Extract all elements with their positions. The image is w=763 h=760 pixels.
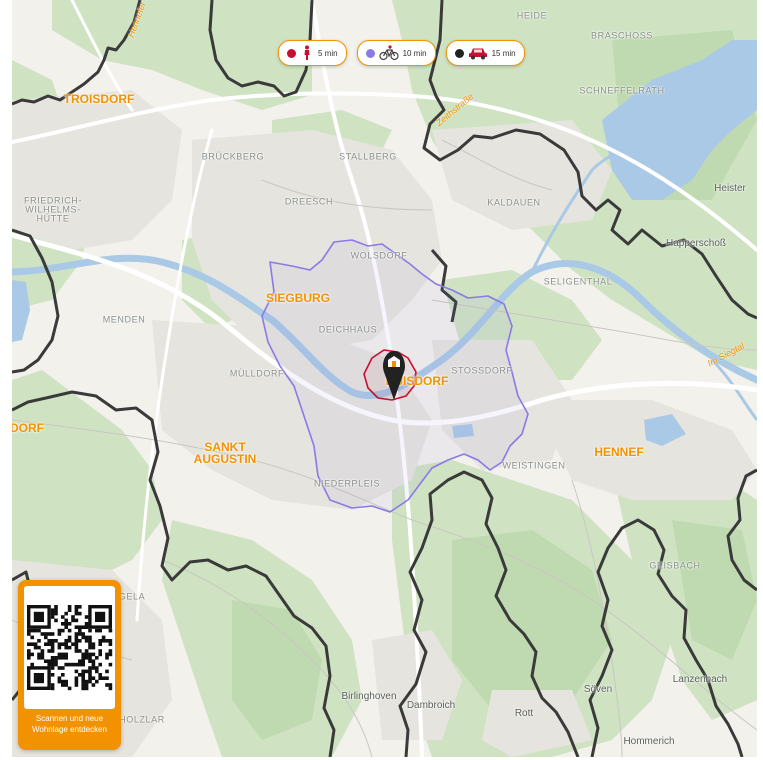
qr-code-icon: [27, 605, 113, 691]
water-bodies: [12, 40, 757, 446]
place-label-happerschoss: Happerschoß: [665, 238, 727, 249]
river-agger: [530, 128, 757, 421]
district-label-kaldauen: KALDAUEN: [487, 197, 541, 208]
place-label-sover: Söven: [583, 684, 613, 695]
district-label-menden: MENDEN: [102, 314, 146, 325]
car-icon: [468, 46, 488, 60]
legend-label-car: 15 min: [491, 48, 516, 58]
legend-item-walk[interactable]: 5 min: [278, 40, 347, 66]
district-label-stossdorf: STOSSDORF: [451, 365, 513, 376]
district-label-stallberg: STALLBERG: [339, 151, 397, 162]
map-canvas[interactable]: [12, 0, 757, 757]
district-label-geisbach: GEISBACH: [649, 560, 701, 571]
town-label-troisdorf: TROISDORF: [63, 92, 135, 106]
qr-code-card[interactable]: Scannen und neue Wohnlage entdecken: [18, 580, 121, 750]
place-label-heister: Heister: [714, 183, 746, 194]
legend-item-bike[interactable]: 10 min: [356, 40, 436, 66]
town-label-siegburg: SIEGBURG: [265, 291, 331, 305]
place-label-rott: Rott: [514, 708, 534, 719]
district-label-dreesch: DREESCH: [284, 196, 334, 207]
district-label-seligenthal: SELIGENTHAL: [543, 276, 613, 287]
bike-color-dot: [365, 48, 375, 58]
car-color-dot: [454, 48, 464, 58]
urban-areas: [12, 90, 757, 757]
legend-label-bike: 10 min: [402, 48, 427, 58]
map-viewport[interactable]: TROISDORF SIEGBURG BUISDORF SANKT AUGUST…: [12, 0, 757, 757]
town-label-dorf: DORF: [12, 421, 44, 435]
minor-roads: [12, 139, 757, 757]
district-label-heide: HEIDE: [516, 10, 548, 21]
district-label-gelar: GELA: [118, 591, 146, 602]
bicycle-icon: [378, 45, 399, 61]
town-label-sankt-augustin: SANKT AUGUSTIN: [193, 440, 257, 466]
place-label-dambroich: Dambroich: [406, 700, 456, 711]
map-pin-icon: [383, 351, 405, 400]
place-label-lanzenbach: Lanzenbach: [672, 674, 728, 685]
district-label-deichhaus: DEICHHAUS: [318, 324, 378, 335]
walk-color-dot: [287, 48, 296, 58]
district-label-wolsdorf: WOLSDORF: [350, 250, 408, 261]
town-label-hennef: HENNEF: [594, 445, 644, 459]
place-label-birlinghoven: Birlinghoven: [341, 691, 397, 702]
qr-code-image[interactable]: [24, 586, 115, 709]
district-label-friedrich-wilhelms-hutte: FRIEDRICH- WILHELMS- HÜTTE: [24, 195, 82, 224]
district-label-schneffelrath: SCHNEFFELRATH: [579, 85, 665, 96]
district-label-holzlar: HOLZLAR: [119, 714, 165, 725]
location-marker[interactable]: [381, 348, 407, 402]
district-label-niederpleis: NIEDERPLEIS: [313, 478, 381, 489]
walking-person-icon: [300, 45, 314, 61]
district-label-bruckberg: BRÜCKBERG: [201, 151, 265, 162]
place-label-hommerich: Hommerich: [623, 736, 675, 747]
district-label-weistingen: WEISTINGEN: [502, 460, 566, 471]
legend-label-walk: 5 min: [318, 48, 338, 58]
dense-forest: [232, 30, 757, 740]
district-label-mulldorf: MÜLLDORF: [229, 368, 285, 379]
qr-caption: Scannen und neue Wohnlage entdecken: [31, 714, 108, 734]
travel-time-legend: 5 min 10 min: [278, 40, 525, 66]
legend-item-car[interactable]: 15 min: [445, 40, 525, 66]
district-label-braschoss: BRASCHOSS: [591, 30, 653, 41]
